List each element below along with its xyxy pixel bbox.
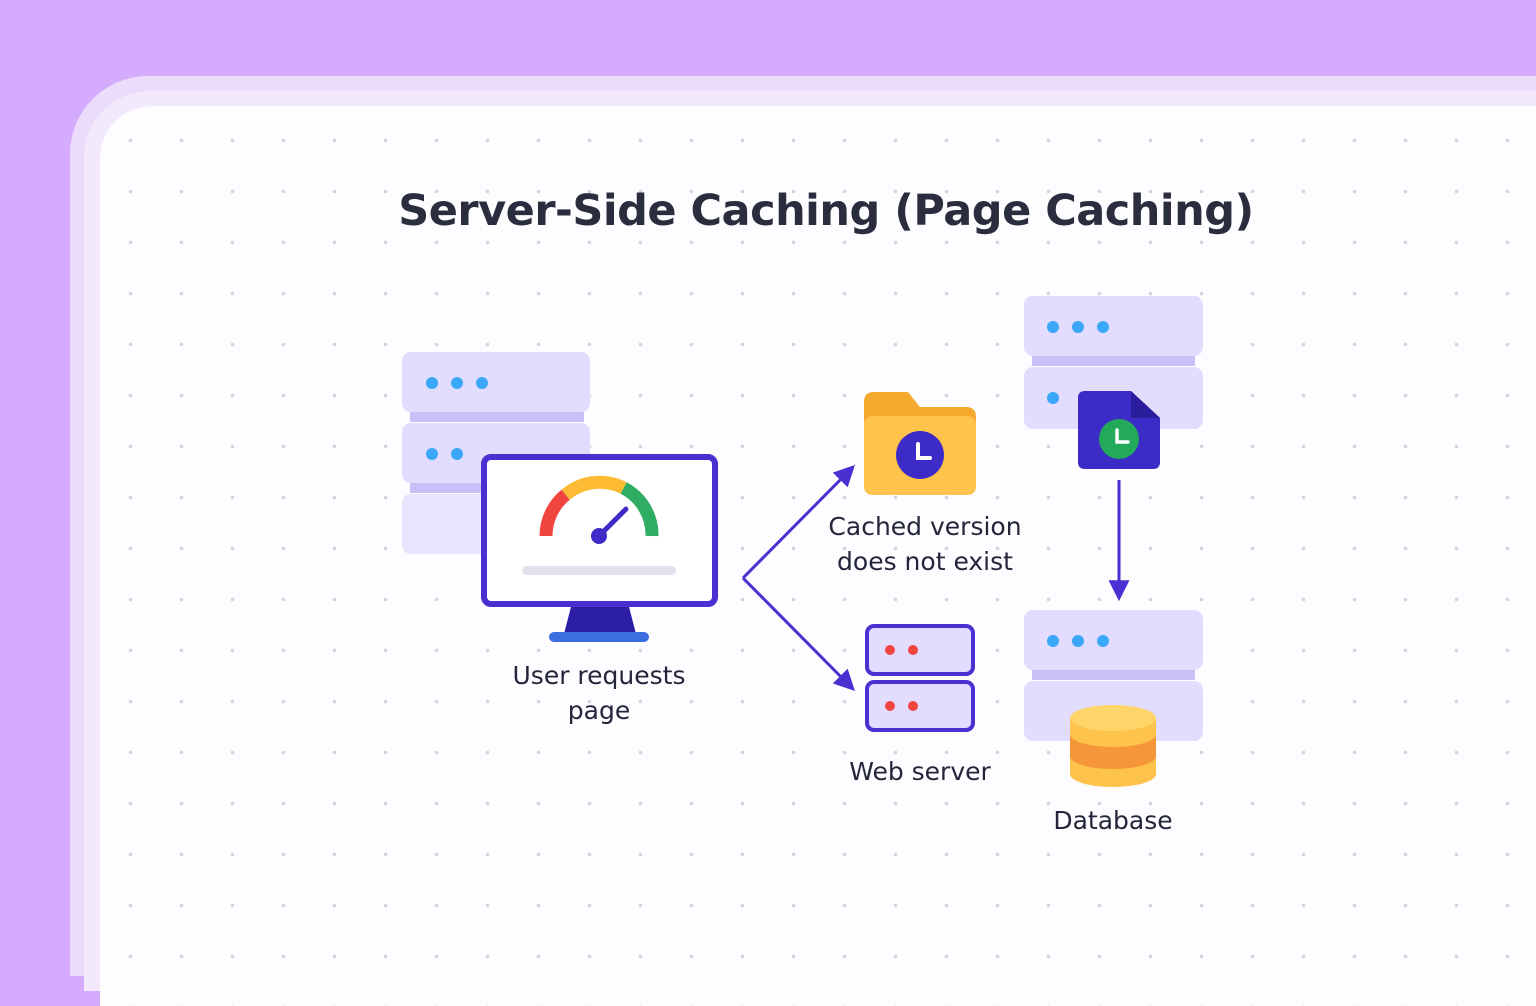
database-label: Database bbox=[1053, 806, 1173, 835]
cached-page-folder-icon bbox=[1078, 391, 1160, 469]
web-server-label: Web server bbox=[849, 757, 991, 786]
cached-version-label: Cached version does not exist bbox=[828, 512, 1022, 576]
diagram bbox=[402, 296, 1203, 787]
diagram-canvas bbox=[100, 106, 1536, 1006]
web-server-icon bbox=[865, 624, 975, 732]
monitor-icon bbox=[481, 454, 718, 642]
clock-icon bbox=[1099, 419, 1139, 459]
user-requests-label: User requests page bbox=[512, 661, 686, 725]
clock-icon bbox=[896, 431, 944, 479]
branch-arrows bbox=[741, 465, 855, 691]
diagram-title: Server-Side Caching (Page Caching) bbox=[398, 186, 1254, 236]
speed-gauge-icon bbox=[539, 475, 659, 544]
cache-folder-icon bbox=[864, 392, 976, 495]
database-cylinder-icon bbox=[1070, 705, 1156, 787]
